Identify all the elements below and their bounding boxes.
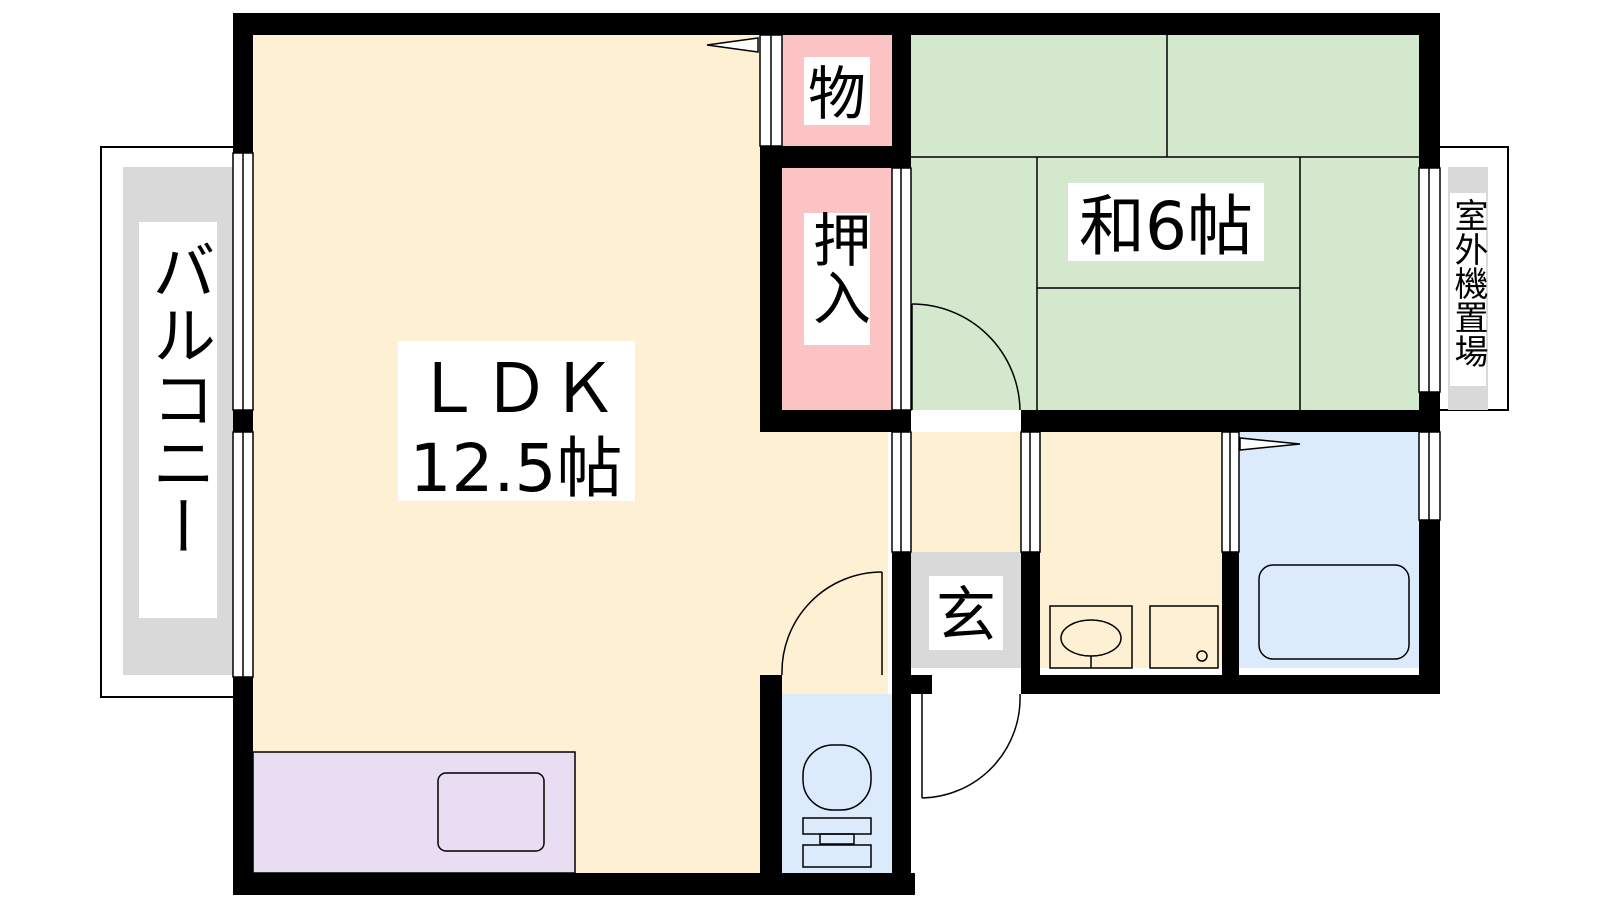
oshiire-name: 押入 [803, 210, 871, 326]
washbasin [1049, 605, 1133, 669]
labels: ＬＤＫ 12.5帖 和6帖 物 押入 玄 バルコニー 室外機置場 [141, 57, 1488, 651]
balcony-name: バルコニー [141, 238, 215, 558]
oshiire-label-bg [804, 213, 870, 345]
sliding-doors [891, 167, 1240, 553]
washer-pan [1149, 605, 1219, 669]
outdoor-unit-name: 室外機置場 [1448, 198, 1488, 368]
windows [232, 34, 1441, 678]
walls [233, 13, 1440, 895]
washitsu-label-bg [1068, 183, 1264, 261]
mono-label-bg [804, 57, 870, 125]
door-swings [706, 37, 1301, 799]
ldk-name: ＬＤＫ [414, 350, 618, 429]
ldk-label-bg [398, 341, 635, 501]
toilet-room [782, 694, 892, 873]
sink [437, 772, 545, 852]
kitchen-counter [252, 751, 576, 874]
tatami-lines [911, 35, 1419, 410]
bathtub [1258, 564, 1410, 660]
mono-name: 物 [808, 60, 866, 128]
ldk-size: 12.5帖 [410, 430, 623, 507]
toilet-fixture [802, 744, 872, 868]
balcony-area [100, 146, 238, 698]
genkan-name: 玄 [936, 581, 996, 651]
washitsu-name: 和6帖 [1079, 188, 1253, 265]
genkan-label-bg [929, 576, 1003, 650]
